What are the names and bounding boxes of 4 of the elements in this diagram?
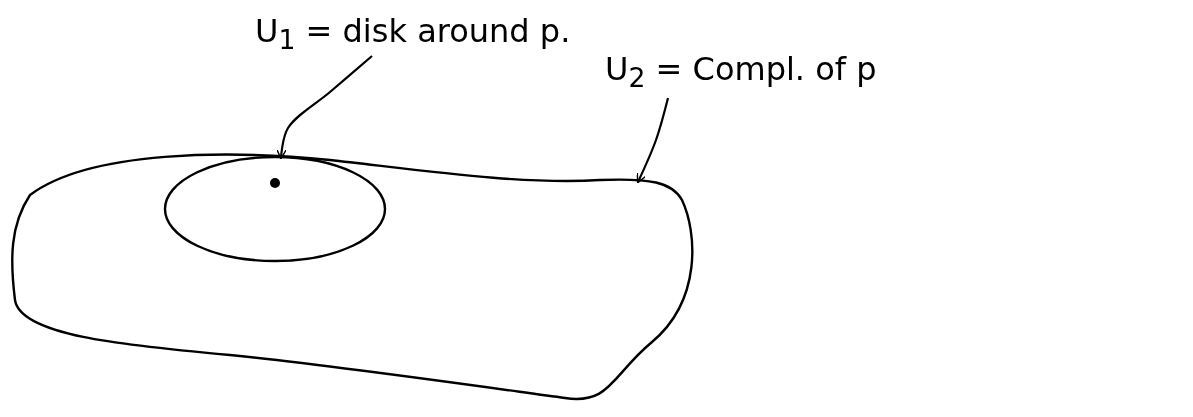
arrow <box>636 97 670 184</box>
arrow <box>276 55 373 160</box>
disk-label: U$_{1}$ = disk around p. <box>255 12 571 56</box>
complement-label: U$_{2}$ = Compl. of p <box>605 50 877 94</box>
